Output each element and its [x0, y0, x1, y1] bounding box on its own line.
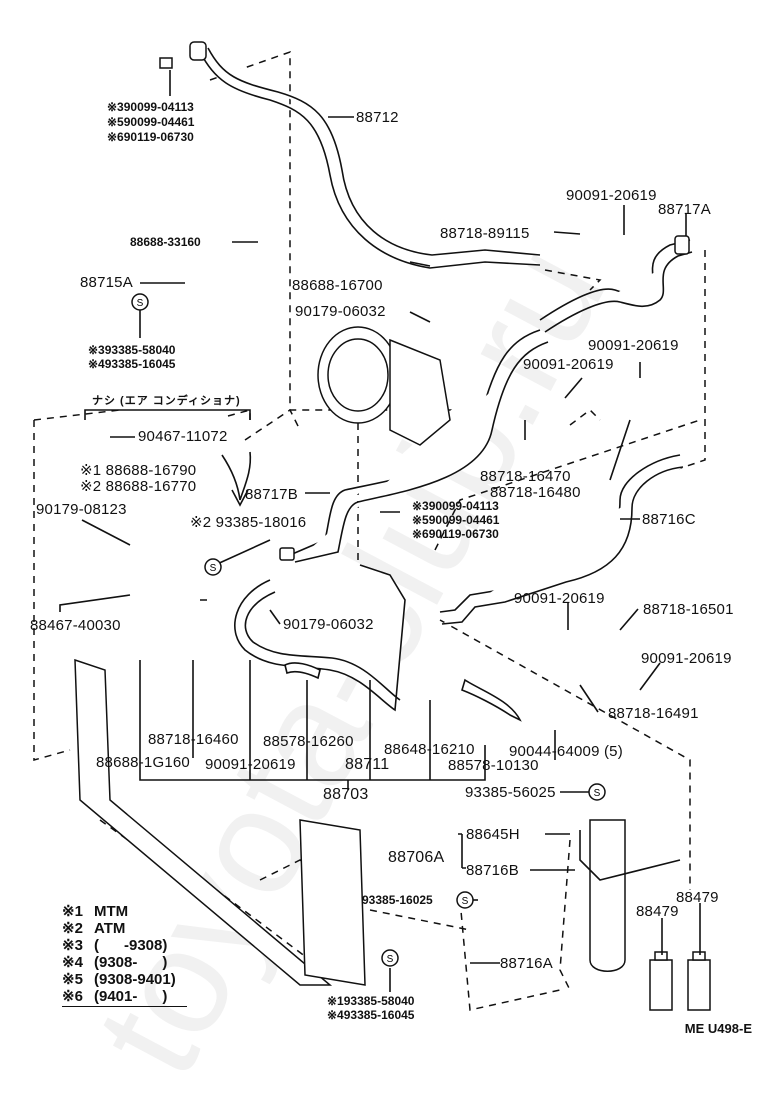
- label-88716A: 88716A: [500, 955, 553, 972]
- label-bolt-top-1: ※390099-04113: [107, 100, 194, 114]
- label-bolt-top-2: ※590099-04461: [107, 115, 195, 129]
- label-88706A: 88706A: [388, 849, 445, 866]
- label-88716C: 88716C: [642, 511, 696, 528]
- oil-bottles: [649, 951, 711, 1011]
- hose-88578-16260: [284, 662, 321, 680]
- label-90179-08123: 90179-08123: [36, 501, 127, 518]
- label-88688-1G160: 88688-1G160: [96, 754, 190, 771]
- legend-mark: ※5: [62, 971, 83, 988]
- label-88645H: 88645H: [466, 826, 520, 843]
- legend-text: ATM: [94, 920, 126, 937]
- label-88479-b: 88479: [676, 889, 719, 906]
- label-88688-16700: 88688-16700: [292, 277, 383, 294]
- legend-mark: ※2: [62, 920, 83, 937]
- seal-s-2: S: [210, 563, 217, 574]
- legend-row: ※2 ATM: [62, 920, 187, 937]
- legend-text: (9308- ): [94, 954, 168, 971]
- hose-88716C: [439, 454, 684, 625]
- legend-row: ※1 MTM: [62, 903, 187, 920]
- legend-text: MTM: [94, 903, 129, 920]
- legend-text: ( -9308): [94, 937, 168, 954]
- label-88578-16260: 88578-16260: [263, 733, 354, 750]
- legend-mark: ※1: [62, 903, 83, 920]
- label-88479-a: 88479: [636, 903, 679, 920]
- install-arrow: [221, 451, 252, 507]
- seal-s-1: S: [137, 298, 144, 309]
- hose-88717A: [539, 235, 693, 333]
- hose-88712: [159, 41, 541, 269]
- label-m1-88688-16790: ※1 88688-16790: [80, 462, 197, 479]
- seal-s-3: S: [594, 788, 601, 799]
- label-88712: 88712: [356, 109, 399, 126]
- seal-symbols: S S S S S: [131, 293, 606, 967]
- label-88717A: 88717A: [658, 201, 711, 218]
- label-93385-16025: 93385-16025: [362, 893, 433, 907]
- label-90091-20619-d: 90091-20619: [514, 590, 605, 607]
- label-bolt-mid-1: ※390099-04113: [412, 499, 499, 513]
- label-88716B: 88716B: [466, 862, 519, 879]
- label-bolt-mid-2: ※590099-04461: [412, 513, 500, 527]
- label-m2-88688-16770: ※2 88688-16770: [80, 478, 197, 495]
- legend-row: ※6 (9401- ): [62, 988, 187, 1005]
- label-88711: 88711: [345, 756, 390, 773]
- label-90179-06032-top: 90179-06032: [295, 303, 386, 320]
- legend-row: ※5 (9308-9401): [62, 971, 187, 988]
- label-88578-10130: 88578-10130: [448, 757, 539, 774]
- label-90044-64009: 90044-64009 (5): [509, 743, 623, 760]
- seal-s-4: S: [462, 896, 469, 907]
- label-93385-56025: 93385-56025: [465, 784, 556, 801]
- label-bolt-top-3: ※690119-06730: [107, 130, 194, 144]
- legend-row: ※4 (9308- ): [62, 954, 187, 971]
- label-88715A: 88715A: [80, 274, 133, 291]
- leader-lines: [59, 70, 701, 992]
- label-88467-40030: 88467-40030: [30, 617, 121, 634]
- note-japanese: ナシ (エア コンディショナ): [92, 395, 241, 407]
- label-m2-93385-18016: ※2 93385-18016: [190, 514, 307, 531]
- note-bracket: [84, 409, 251, 420]
- legend-row: ※3 ( -9308): [62, 937, 187, 954]
- hose-88711: [234, 564, 406, 712]
- label-seal-1: ※393385-58040: [88, 343, 176, 357]
- receiver-dryer: [579, 819, 681, 972]
- legend-mark: ※3: [62, 937, 83, 954]
- label-90091-20619-e: 90091-20619: [641, 650, 732, 667]
- label-90091-20619-b: 90091-20619: [588, 337, 679, 354]
- label-seal-2: ※493385-16045: [88, 357, 176, 371]
- label-88688-33160: 88688-33160: [130, 235, 201, 249]
- seal-s-5: S: [387, 954, 394, 965]
- label-88718-16460: 88718-16460: [148, 731, 239, 748]
- legend-mark: ※4: [62, 954, 83, 971]
- label-88718-89115: 88718-89115: [440, 225, 530, 242]
- label-90091-20619-f: 90091-20619: [205, 756, 296, 773]
- label-88717B: 88717B: [245, 486, 298, 503]
- label-88718-16470: 88718-16470: [480, 468, 571, 485]
- compressor: [317, 326, 451, 446]
- label-90467-11072: 90467-11072: [138, 428, 228, 445]
- label-88718-16480: 88718-16480: [490, 484, 581, 501]
- legend-mark: ※6: [62, 988, 83, 1005]
- label-90091-20619-c: 90091-20619: [523, 356, 614, 373]
- label-88718-16491: 88718-16491: [608, 705, 699, 722]
- label-seal-bot-2: ※493385-16045: [327, 1008, 415, 1022]
- hose-88578-10130: [461, 678, 522, 722]
- label-88718-16501: 88718-16501: [643, 601, 734, 618]
- label-88648-16210: 88648-16210: [384, 741, 475, 758]
- legend-text: (9401- ): [94, 988, 168, 1005]
- label-90179-06032-mid: 90179-06032: [283, 616, 374, 633]
- label-bolt-mid-3: ※690119-06730: [412, 527, 499, 541]
- variant-legend: ※1 MTM ※2 ATM ※3 ( -9308) ※4 (9308- ) ※5 (930…: [62, 903, 187, 1007]
- label-88703: 88703: [323, 786, 369, 803]
- figure-code: ME U498-E: [684, 1021, 752, 1036]
- label-90091-20619-a: 90091-20619: [566, 187, 657, 204]
- condenser: [74, 658, 366, 986]
- legend-text: (9308-9401): [94, 971, 176, 988]
- label-seal-bot-1: ※193385-58040: [327, 994, 415, 1008]
